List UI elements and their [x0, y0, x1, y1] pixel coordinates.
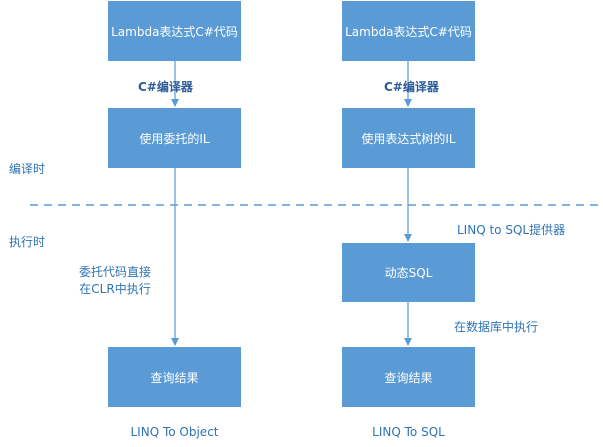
right-dynamic-sql-box: 动态SQL [342, 243, 475, 302]
right-source-code-label: Lambda表达式C#代码 [345, 24, 472, 39]
left-source-code-label: Lambda表达式C#代码 [111, 24, 238, 39]
run-time-label: 执行时 [9, 235, 46, 249]
right-dynamic-sql-label: 动态SQL [384, 266, 433, 280]
database-execution-label: 在数据库中执行 [454, 320, 539, 334]
left-caption: LINQ To Object [130, 425, 219, 439]
right-compiler-label: C#编译器 [384, 80, 439, 94]
right-query-result-box: 查询结果 [342, 347, 475, 407]
left-execution-note: 委托代码直接 在CLR中执行 [70, 263, 160, 297]
left-source-code-box: Lambda表达式C#代码 [108, 1, 241, 61]
left-delegate-il-label: 使用委托的IL [139, 131, 210, 146]
right-expression-tree-il-label: 使用表达式树的IL [361, 131, 456, 146]
right-source-code-box: Lambda表达式C#代码 [342, 1, 475, 61]
compile-time-label: 编译时 [9, 162, 46, 176]
linq-to-sql-provider-label: LINQ to SQL提供器 [457, 223, 566, 237]
left-compiler-label: C#编译器 [138, 80, 193, 94]
left-query-result-box: 查询结果 [108, 347, 241, 407]
right-query-result-label: 查询结果 [384, 370, 433, 385]
left-execution-note-line2: 在CLR中执行 [79, 282, 151, 296]
right-expression-tree-il-box: 使用表达式树的IL [342, 108, 475, 168]
left-query-result-label: 查询结果 [150, 370, 199, 385]
left-execution-note-line1: 委托代码直接 [78, 265, 151, 279]
left-delegate-il-box: 使用委托的IL [108, 108, 241, 168]
right-caption: LINQ To SQL [372, 425, 445, 439]
